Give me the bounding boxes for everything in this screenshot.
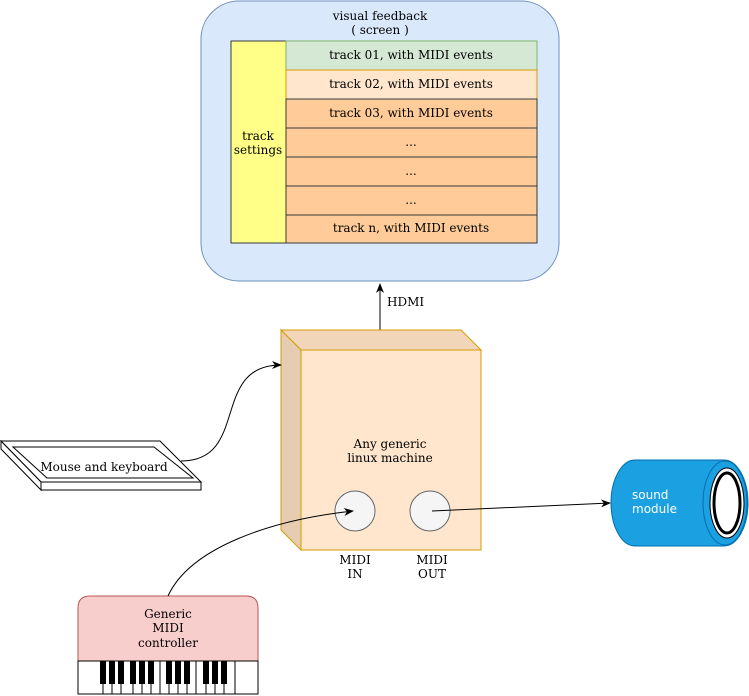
- sound-module-label-line2: module: [632, 502, 677, 516]
- track-row-label: track 03, with MIDI events: [329, 106, 493, 120]
- screen-title-line1: visual feedback: [332, 9, 428, 23]
- keyboard-to-machine-arrow: [180, 361, 282, 462]
- machine-top-face: [279, 329, 483, 351]
- piano-black-keys: [100, 661, 227, 684]
- track-row-label: track 01, with MIDI events: [329, 48, 493, 62]
- screen-title-line2: ( screen ): [351, 23, 409, 37]
- track-row-label: ...: [405, 135, 416, 149]
- keyboard-label: Mouse and keyboard: [40, 460, 168, 474]
- track-settings-line1: track: [242, 129, 274, 143]
- screen-panel: visual feedback ( screen ) track setting…: [200, 0, 560, 282]
- piano-white-key-dividers: [102, 661, 236, 694]
- midi-out-port: [409, 490, 451, 532]
- linux-machine: Any generic linux machine MIDI IN MIDI O…: [279, 328, 483, 581]
- controller-label-line2: MIDI: [152, 621, 184, 635]
- machine-label-line1: Any generic: [353, 437, 427, 451]
- midi-out-to-sound-module-arrow: [431, 499, 611, 512]
- midi-out-label-line2: OUT: [418, 567, 446, 581]
- track-row-label: track 02, with MIDI events: [329, 77, 493, 91]
- track-row: [285, 40, 538, 71]
- controller-label-line1: Generic: [144, 607, 192, 621]
- keyboard-inner-panel: [11, 446, 195, 479]
- track-row-label: ...: [405, 193, 416, 207]
- midi-controller: Generic MIDI controller: [77, 595, 259, 695]
- track-row-label: track n, with MIDI events: [333, 221, 489, 235]
- track-settings-line2: settings: [234, 143, 282, 157]
- track-row-label: ...: [405, 164, 416, 178]
- machine-label-line2: linux machine: [347, 451, 432, 465]
- sound-module: sound module: [610, 459, 749, 547]
- midi-out-label-line1: MIDI: [416, 553, 448, 567]
- machine-side-face: [280, 328, 302, 552]
- mouse-keyboard-device: Mouse and keyboard: [0, 439, 203, 492]
- speaker-cone-outer: [709, 467, 745, 539]
- midi-in-label-line1: MIDI: [339, 553, 371, 567]
- track-row: [285, 69, 538, 100]
- speaker-cone-ring: [712, 471, 742, 535]
- midi-in-label-line2: IN: [347, 567, 362, 581]
- midi-in-port: [334, 490, 376, 532]
- track-list: track 01, with MIDI events track 02, wit…: [285, 40, 538, 244]
- machine-front-face: [300, 349, 482, 551]
- hdmi-connection: HDMI: [376, 283, 424, 330]
- track-settings-panel: [230, 40, 287, 244]
- hdmi-label: HDMI: [387, 295, 424, 309]
- controller-label-line3: controller: [138, 636, 198, 650]
- track-row: [285, 185, 538, 216]
- sound-module-label-line1: sound: [632, 488, 668, 502]
- track-row: [285, 214, 538, 244]
- controller-to-midi-in-arrow: [167, 507, 354, 597]
- keyboard-front-side: [40, 481, 202, 491]
